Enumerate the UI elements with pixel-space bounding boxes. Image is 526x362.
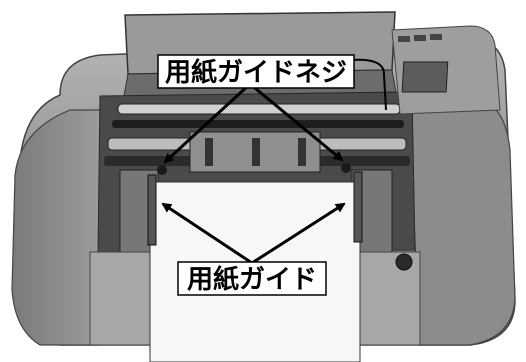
guide-label: 用紙ガイド: [187, 264, 317, 295]
guide-left: [147, 174, 157, 246]
control-panel: [391, 25, 501, 115]
arrow-screw-left: [163, 82, 252, 164]
guide-screw-right: [341, 163, 351, 173]
arrow-screw-right: [249, 82, 344, 162]
cable-line: [351, 58, 387, 111]
guide-screw-label: 用紙ガイドネジ: [165, 57, 347, 88]
callout-guide-screw: 用紙ガイドネジ: [157, 54, 355, 89]
callout-guide: 用紙ガイド: [177, 261, 327, 296]
arrow-guide-right: [251, 202, 346, 265]
arrow-guide-left: [161, 202, 253, 265]
guide-right: [353, 171, 363, 243]
guide-screw-left: [157, 165, 167, 175]
